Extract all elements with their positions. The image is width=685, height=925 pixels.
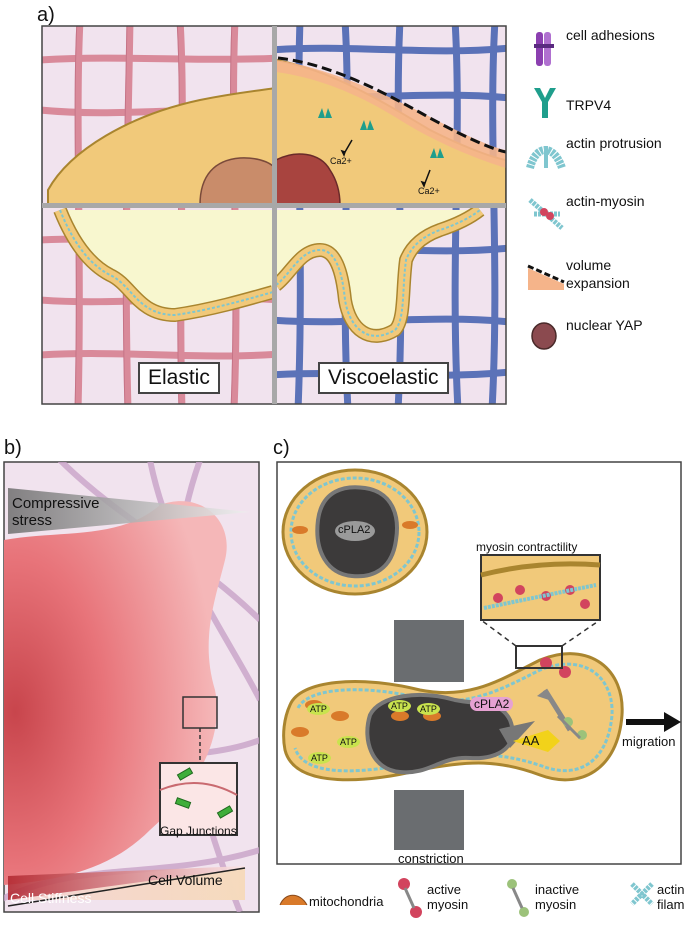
legend-item-trpv4: TRPV4 — [524, 84, 679, 124]
active-myosin-icon — [401, 878, 421, 918]
ca-label-2: Ca2+ — [418, 186, 440, 196]
gap-junctions-label: Gap Junctions — [160, 824, 237, 838]
atp-label-2: ATP — [388, 700, 411, 712]
legend-item-cell-adhesions: cell adhesions — [524, 24, 679, 74]
legend-label-inactive-myosin: inactive myosin — [535, 882, 580, 912]
legend-item-actin-myosin: actin-myosin — [524, 190, 679, 240]
actin-filaments-icon — [629, 882, 655, 908]
cell-adhesions-icon — [534, 32, 554, 66]
atp-label-4: ATP — [337, 736, 360, 748]
myosin-contractility-label: myosin contractility — [476, 540, 578, 554]
trpv4-icon — [534, 88, 556, 118]
ca-label-1: Ca2+ — [330, 156, 352, 166]
legend-label-cell-adhesions: cell adhesions — [566, 27, 655, 43]
cpla2-bottom-label: cPLA2 — [470, 697, 514, 711]
legend-label-active-myosin: active myosin — [427, 882, 469, 912]
cpla2-top-label: cPLA2 — [338, 524, 371, 536]
panel-b-letter: b) — [4, 437, 22, 459]
legend-label-nuclear-yap: nuclear YAP — [566, 317, 643, 333]
volume-expansion-icon — [527, 264, 565, 290]
nuclear-yap-icon — [531, 322, 557, 350]
legend-item-actin-protrusion: actin protrusion — [524, 132, 679, 182]
mitochondria-icon — [279, 888, 309, 902]
atp-label-3: ATP — [417, 703, 440, 715]
legend-label-mitochondria: mitochondria — [309, 894, 384, 909]
constriction-label: constriction — [398, 851, 464, 866]
panel-c-legend: mitochondria active myosin inactive myos… — [277, 868, 685, 923]
legend-item-nuclear-yap: nuclear YAP — [524, 314, 679, 364]
legend-label-trpv4: TRPV4 — [566, 97, 612, 113]
atp-label-1: ATP — [307, 703, 330, 715]
cell-stiffness-label: Cell Stiffness — [10, 890, 92, 906]
actin-myosin-icon — [528, 198, 564, 230]
legend-label-actin-filaments: actin filaments — [657, 882, 685, 912]
cell-volume-label: Cell Volume — [148, 872, 223, 888]
viscoelastic-label: Viscoelastic — [318, 362, 449, 394]
legend-label-actin-myosin: actin-myosin — [566, 193, 645, 209]
atp-label-5: ATP — [308, 752, 331, 764]
elastic-label: Elastic — [138, 362, 220, 394]
legend-label-actin-protrusion: actin protrusion — [566, 135, 662, 151]
panel-a-letter: a) — [37, 4, 55, 26]
aa-label: AA — [522, 733, 540, 748]
actin-protrusion-icon — [526, 146, 566, 170]
compressive-stress-label: Compressive stress — [12, 495, 100, 529]
inactive-myosin-icon — [509, 878, 529, 918]
migration-label: migration — [622, 734, 676, 749]
legend-label-volume-expansion: volume expansion — [566, 257, 630, 291]
panel-c-letter: c) — [273, 437, 290, 459]
legend-item-volume-expansion: volume expansion — [524, 252, 679, 302]
panel-a-legend: cell adhesions TRPV4 actin protrusion ac… — [524, 24, 679, 364]
